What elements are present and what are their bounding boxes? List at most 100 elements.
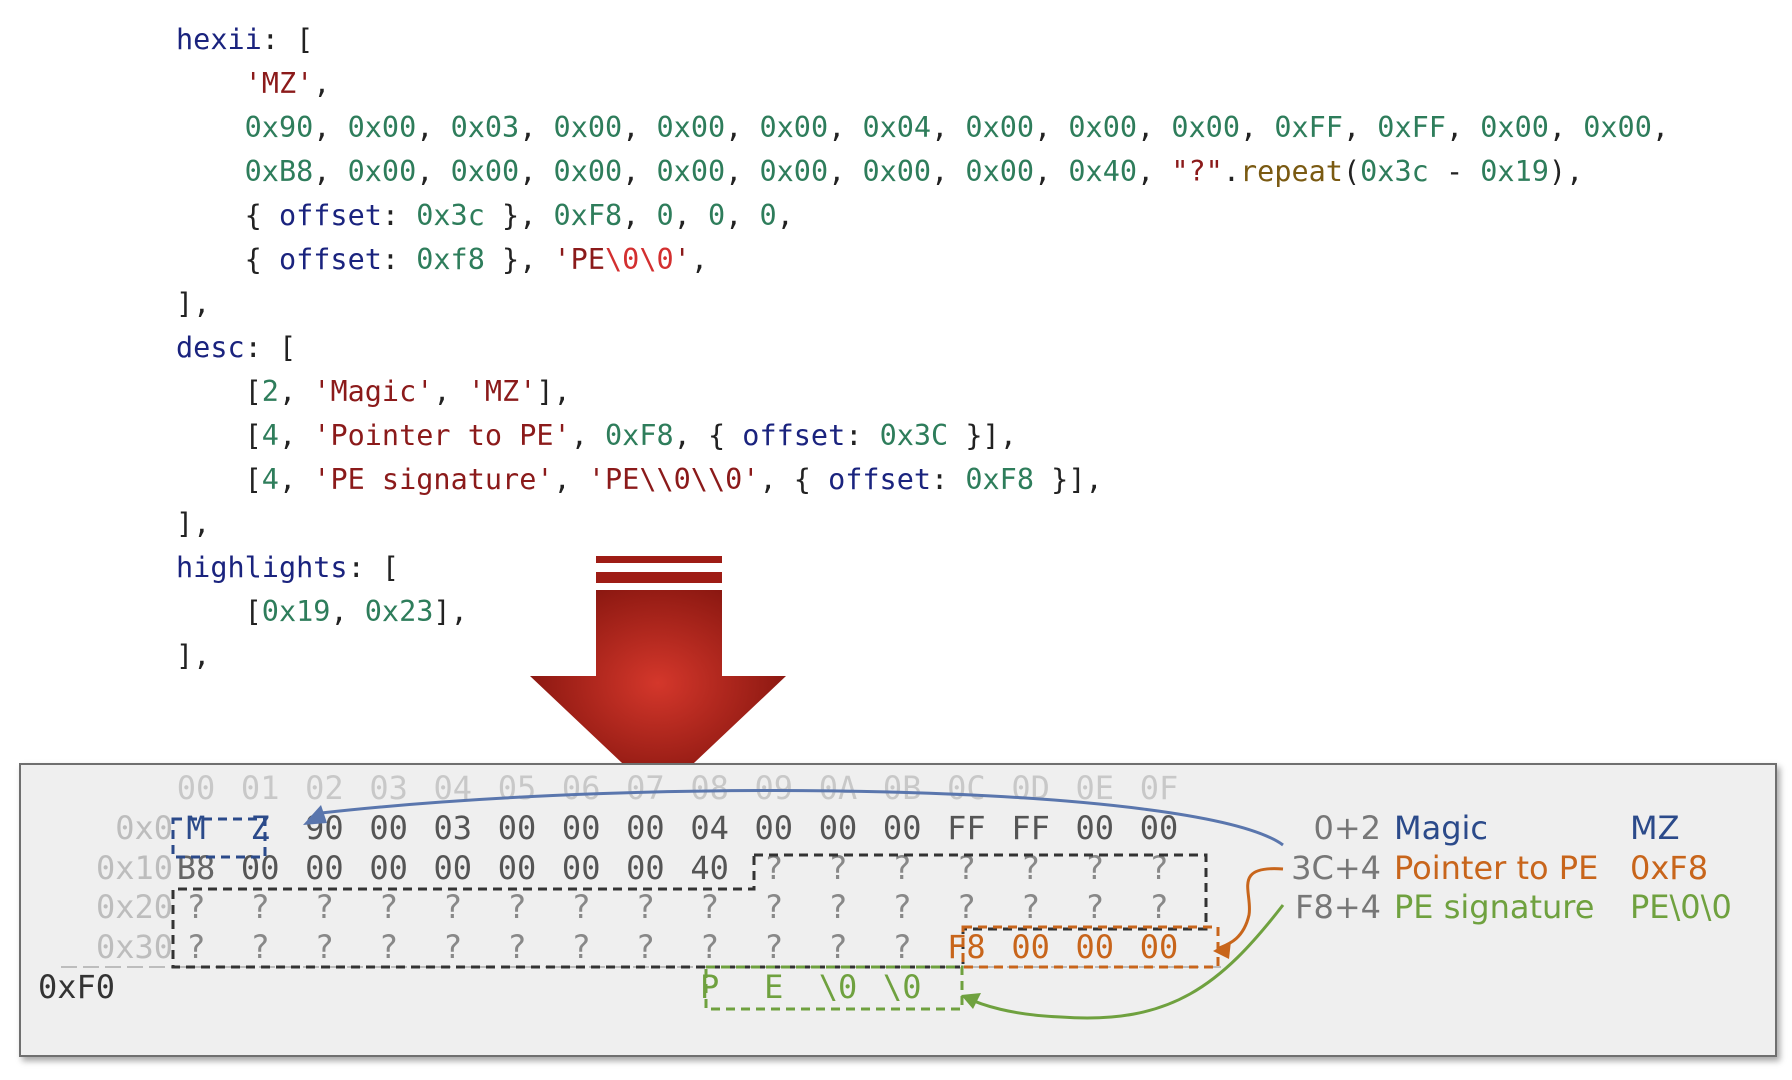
code-token: 0x00 xyxy=(759,155,829,188)
code-token: , xyxy=(433,375,468,408)
code-token: 'PE\\0\\0' xyxy=(587,463,760,496)
code-token: , xyxy=(622,111,657,144)
code-token: , xyxy=(278,463,314,496)
hex-cell: ? xyxy=(764,928,784,966)
hex-cell: 00 xyxy=(497,849,537,887)
hex-cell: ? xyxy=(828,849,848,887)
hex-cell: 00 xyxy=(561,849,601,887)
hex-cell: ? xyxy=(1149,849,1169,887)
hex-cell: ? xyxy=(1149,888,1169,926)
code-token: , xyxy=(1240,111,1275,144)
code-token: }, xyxy=(484,199,554,232)
hex-cell: ? xyxy=(250,888,270,926)
code-token: 0x3c xyxy=(1360,155,1429,188)
code-token: offset xyxy=(278,199,382,232)
code-line: ], xyxy=(176,282,1669,326)
desc-range: 3C+4 xyxy=(1291,849,1381,887)
code-line: [4, 'Pointer to PE', 0xF8, { offset: 0x3… xyxy=(176,414,1669,458)
hex-cell: ? xyxy=(1020,888,1041,926)
code-token: 0x00 xyxy=(347,111,417,144)
hex-cell: ? xyxy=(699,928,720,966)
code-token: desc xyxy=(176,331,245,364)
hex-cell: 00 xyxy=(369,849,408,887)
hex-cell: 00 xyxy=(626,809,665,847)
code-token: [ xyxy=(176,463,262,496)
code-token: 0xF8 xyxy=(553,199,623,232)
column-header: 09 xyxy=(754,769,794,807)
code-token: 'MZ' xyxy=(244,67,314,100)
code-token: 2 xyxy=(261,375,279,408)
code-token: , xyxy=(725,155,760,188)
code-token: 0x00 xyxy=(1583,111,1652,144)
hex-cell: ? xyxy=(1020,849,1041,887)
code-token: , { xyxy=(673,419,743,452)
code-token: , xyxy=(1445,111,1481,144)
code-token: \0\0 xyxy=(605,243,674,276)
code-token: highlights xyxy=(176,551,348,584)
hex-cell: ? xyxy=(314,928,335,966)
down-arrow-icon xyxy=(530,556,786,797)
pointer-arrow-head xyxy=(1213,941,1231,959)
code-token: , xyxy=(931,155,966,188)
code-token: 0x00 xyxy=(656,155,726,188)
hex-cell: ? xyxy=(956,888,977,926)
code-line: desc: [ xyxy=(176,326,1669,370)
code-token: 0x04 xyxy=(862,111,932,144)
code-token: 0xF8 xyxy=(605,419,674,452)
hex-cell: ? xyxy=(443,928,463,966)
column-header: 06 xyxy=(561,769,601,807)
column-header: 00 xyxy=(176,769,216,807)
signature-arrow xyxy=(964,904,1285,1020)
desc-range: F8+4 xyxy=(1295,888,1381,926)
desc-value: PE\0\0 xyxy=(1630,888,1732,926)
code-token: 'MZ' xyxy=(467,375,537,408)
code-token: 0 xyxy=(656,199,674,232)
code-token: 0x00 xyxy=(1068,111,1138,144)
code-token: , xyxy=(278,419,314,452)
code-token: 0x00 xyxy=(553,155,623,188)
code-token: ], xyxy=(176,507,211,540)
desc-value: MZ xyxy=(1630,809,1680,847)
magic-arrow xyxy=(320,789,1284,847)
column-header: 07 xyxy=(626,769,665,807)
code-token: : [ xyxy=(244,331,297,364)
code-token xyxy=(176,155,245,188)
code-token: "?" xyxy=(1171,155,1223,188)
hex-cell: ? xyxy=(378,888,399,926)
hex-cell: 00 xyxy=(433,849,473,887)
code-token: , xyxy=(1137,111,1172,144)
code-token: , xyxy=(1342,111,1378,144)
code-token: , xyxy=(313,67,331,100)
desc-name: Pointer to PE xyxy=(1394,849,1599,887)
code-token: : [ xyxy=(347,551,400,584)
hex-cell: ? xyxy=(892,888,912,926)
code-token: ], xyxy=(433,595,468,628)
code-token: , xyxy=(1137,155,1172,188)
magic-box xyxy=(171,817,267,859)
hex-cell: ? xyxy=(828,928,848,966)
code-token: 'PE xyxy=(553,243,605,276)
code-token: 0x00 xyxy=(965,155,1035,188)
hex-cell: FF xyxy=(1011,809,1050,847)
code-line: [0x19, 0x23], xyxy=(176,590,1669,634)
row-offset: 0x30 xyxy=(95,928,173,966)
code-token: : xyxy=(381,199,417,232)
code-token: 'PE signature' xyxy=(313,463,554,496)
column-header: 03 xyxy=(369,769,408,807)
hex-cell: 40 xyxy=(690,849,729,887)
code-token: 0x40 xyxy=(1068,155,1138,188)
code-token: , xyxy=(931,111,966,144)
code-token: ], xyxy=(176,287,211,320)
desc-range: 0+2 xyxy=(1313,809,1381,847)
code-token: , xyxy=(519,155,554,188)
signature-box xyxy=(704,965,964,1011)
code-token: 0 xyxy=(707,199,726,232)
code-token: 0x19 xyxy=(261,595,331,628)
code-token: 0x00 xyxy=(1171,111,1240,144)
hex-cell: ? xyxy=(314,888,335,926)
code-token: 0x00 xyxy=(965,111,1035,144)
code-token: : xyxy=(931,463,966,496)
code-token: 0x00 xyxy=(1480,111,1549,144)
hex-cell: ? xyxy=(699,888,720,926)
